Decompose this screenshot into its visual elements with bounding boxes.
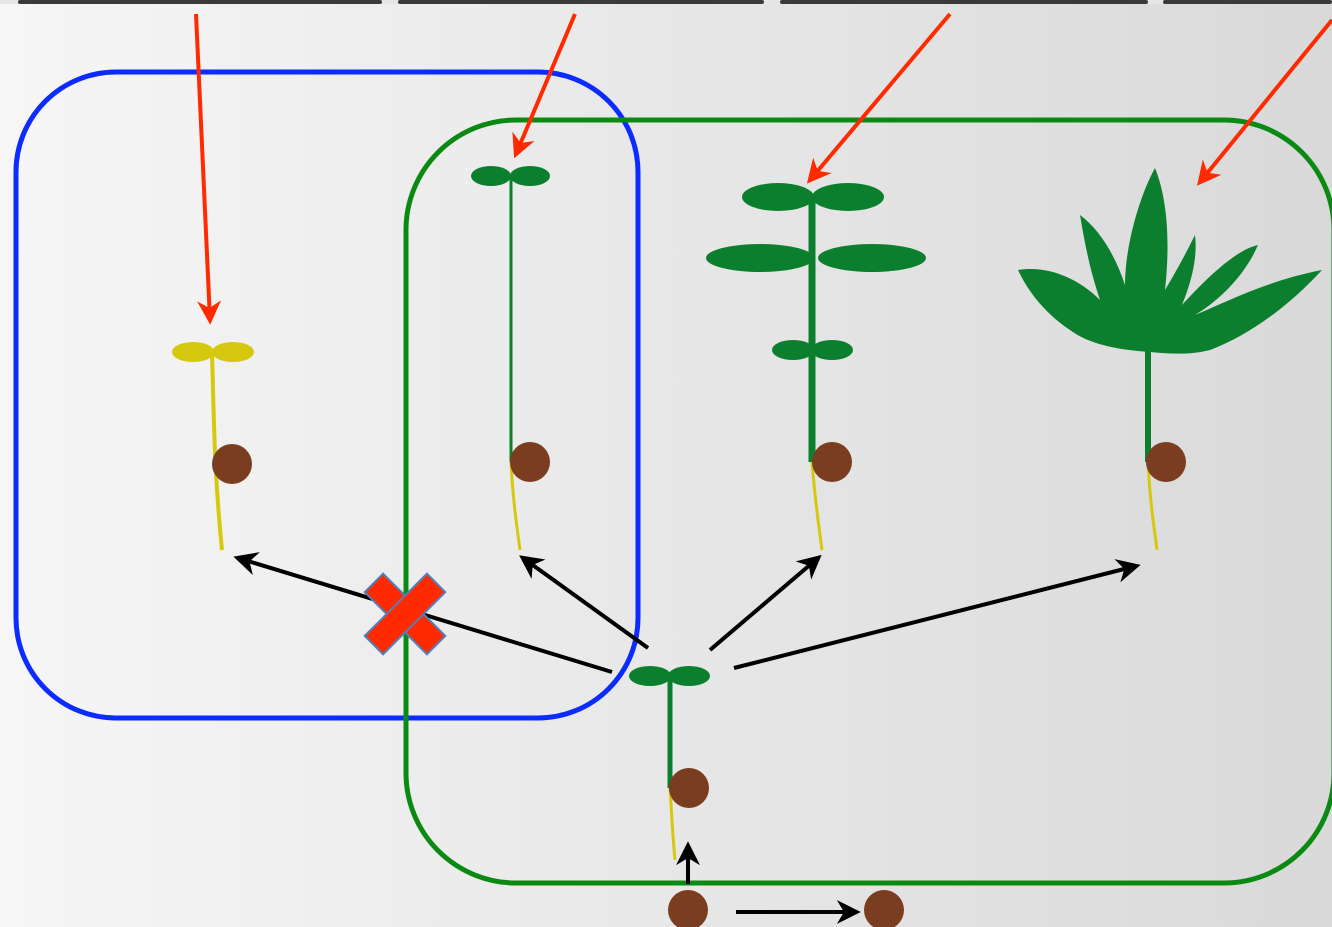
- seed: [1146, 442, 1186, 482]
- seed: [812, 442, 852, 482]
- light-arrow-icon: [194, 13, 222, 325]
- central-seedling: [629, 666, 710, 861]
- thin-green-seedling: [471, 166, 550, 551]
- growth-arrow: [708, 554, 822, 652]
- seed-next: [864, 890, 904, 927]
- seed: [212, 444, 252, 484]
- seed-start: [668, 890, 708, 927]
- light-arrow-icon: [806, 12, 952, 184]
- green-group-frame: [403, 117, 1332, 886]
- top-strip: [0, 0, 1332, 4]
- growth-arrow: [519, 555, 650, 650]
- growth-arrow: [733, 559, 1141, 670]
- light-arrow-icon: [512, 13, 577, 159]
- blue-group-frame: [13, 69, 641, 721]
- leafy-seedling: [706, 183, 926, 551]
- etiolated-seedling: [172, 342, 254, 551]
- seed: [510, 442, 550, 482]
- x-mark-icon: [363, 572, 447, 656]
- bushy-seedling: [1018, 168, 1322, 551]
- light-arrow-icon: [1196, 18, 1332, 186]
- seed: [669, 768, 709, 808]
- light-arrows: [194, 12, 1332, 325]
